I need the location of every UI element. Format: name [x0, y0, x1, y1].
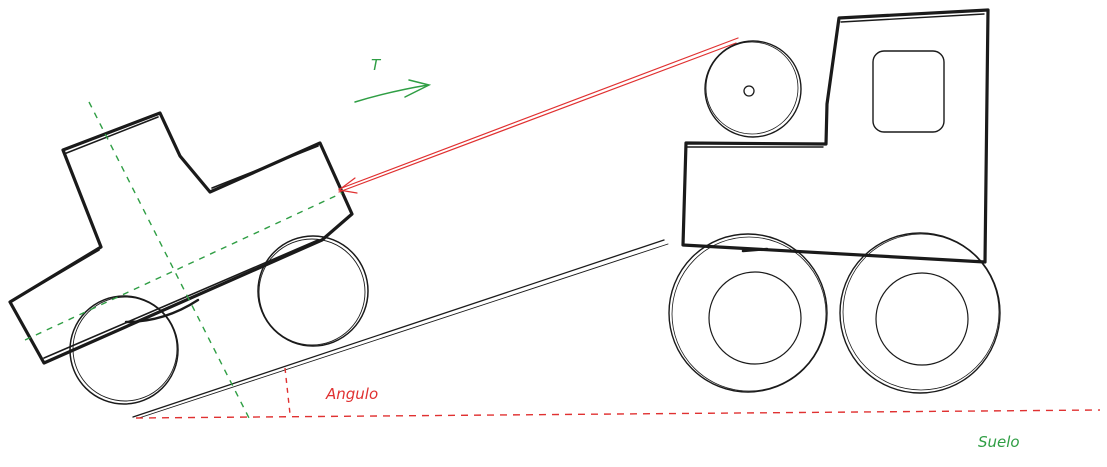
- tow-truck-front-hub: [875, 272, 969, 366]
- tow-truck: [668, 8, 1001, 394]
- tension-rope: [338, 37, 739, 194]
- angle-marker: [284, 367, 291, 415]
- small-car-body: [8, 111, 354, 365]
- small-car-front-wheel: [257, 235, 369, 347]
- small-car: [8, 111, 369, 405]
- small-car-front-wheel-sketch: [258, 238, 366, 346]
- tow-truck-rear-hub: [708, 271, 802, 365]
- ramp: [132, 239, 669, 419]
- tow-truck-rear-wheel: [668, 233, 828, 393]
- tension-arrow-shaft: [354, 84, 429, 103]
- tow-truck-window: [872, 50, 945, 133]
- tow-truck-front-wheel: [839, 232, 1001, 394]
- small-car-rear-wheel: [69, 295, 179, 405]
- floor-label: Suelo: [978, 433, 1020, 451]
- small-car-body-sketch: [13, 116, 319, 359]
- tension-rope-arrowhead: [338, 177, 358, 194]
- tension-label: T: [371, 56, 381, 74]
- axis-perpendicular: [88, 101, 251, 421]
- tow-truck-winch-pulley: [704, 40, 802, 138]
- angle-label: Angulo: [326, 385, 379, 403]
- tow-truck-winch-hub: [743, 85, 755, 97]
- floor-line: [135, 409, 1101, 419]
- car-axes: [24, 101, 343, 421]
- small-car-axle-stroke: [124, 298, 200, 324]
- tension-direction-arrow: [354, 79, 432, 103]
- ramp-surface: [132, 239, 665, 418]
- tension-arrow-head: [404, 79, 432, 98]
- small-car-rear-wheel-sketch: [72, 296, 178, 402]
- tension-rope-line-sketch: [338, 42, 737, 193]
- tension-rope-line: [338, 37, 739, 190]
- tow-truck-winch-pulley-sketch: [705, 41, 799, 135]
- tow-truck-body-sketch: [686, 13, 985, 148]
- tow-truck-fender-stroke: [741, 247, 769, 253]
- axis-parallel: [24, 192, 343, 341]
- ramp-surface-sketch: [138, 243, 669, 419]
- tow-truck-body: [681, 8, 990, 264]
- tow-truck-rear-wheel-sketch: [671, 236, 827, 392]
- tow-truck-front-wheel-sketch: [842, 233, 1000, 391]
